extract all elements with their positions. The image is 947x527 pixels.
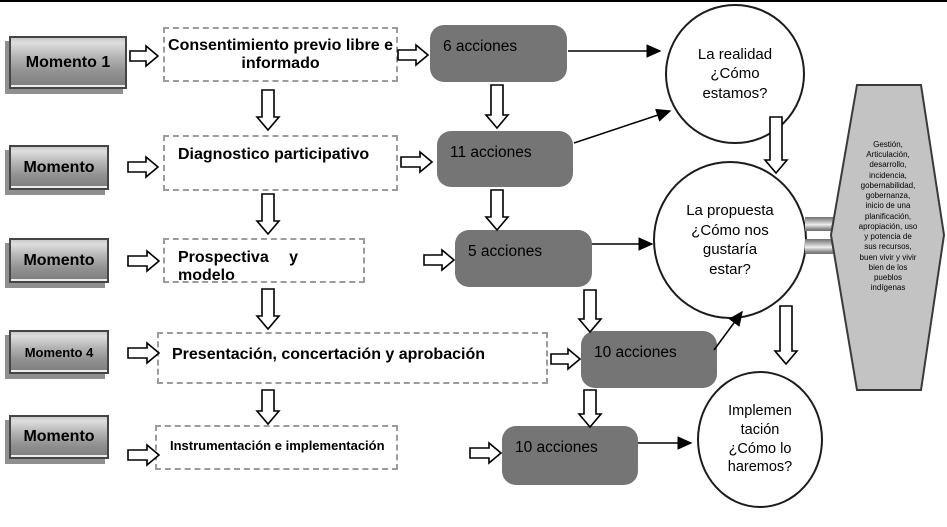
momento-box-2: Momento bbox=[9, 145, 109, 190]
momento-label: Momento 4 bbox=[24, 344, 94, 360]
actions-box-1: 6 acciones bbox=[430, 25, 567, 82]
step-box-diagnostico: Diagnostico participativo bbox=[163, 135, 398, 191]
arrow-momento3-step3 bbox=[127, 249, 161, 273]
step-box-presentacion: Presentación, concertación y aprobación bbox=[157, 332, 548, 384]
step-label: Diagnostico participativo bbox=[178, 146, 370, 163]
arrow-circle2-circle3 bbox=[773, 305, 799, 366]
actions-box-5: 10 acciones bbox=[502, 426, 638, 485]
arrow-step1-actions1 bbox=[397, 43, 430, 67]
actions-box-2: 11 acciones bbox=[437, 131, 573, 187]
arrow-step3-step4 bbox=[255, 288, 281, 331]
arrow-actions2-circle1 bbox=[573, 108, 672, 144]
arrow-momento4-step4 bbox=[127, 341, 161, 365]
arrow-momento2-step2 bbox=[127, 155, 160, 179]
actions-box-3: 5 acciones bbox=[455, 230, 592, 287]
circle-text: Implemen tación ¿Cómo lo haremos? bbox=[727, 402, 793, 476]
step-box-instrumentacion: Instrumentación e implementación bbox=[155, 425, 398, 470]
arrow-step5-actions5 bbox=[469, 441, 503, 465]
arrow-actions1-actions2 bbox=[484, 84, 510, 130]
arrow-actions4-actions5 bbox=[577, 389, 603, 429]
momento-label: Momento 1 bbox=[25, 53, 111, 71]
arrow-step2-actions2 bbox=[400, 150, 434, 174]
actions-box-4: 10 acciones bbox=[581, 331, 717, 388]
step-box-consentimiento: Consentimiento previo libre e informado bbox=[163, 27, 398, 82]
circle-text: La realidad ¿Cómo estamos? bbox=[697, 45, 773, 102]
actions-label: 5 acciones bbox=[468, 243, 543, 260]
actions-label: 10 acciones bbox=[594, 344, 677, 361]
actions-label: 6 acciones bbox=[443, 38, 518, 55]
top-border-line bbox=[0, 0, 947, 2]
momento-box-5: Momento bbox=[9, 415, 109, 459]
arrow-step4-actions4 bbox=[550, 347, 582, 371]
momento-label: Momento bbox=[23, 251, 95, 269]
circle-la-propuesta: La propuesta ¿Cómo nos gustaría estar? bbox=[653, 161, 807, 319]
momento-label: Momento bbox=[23, 428, 95, 445]
outcomes-hexagon bbox=[829, 84, 946, 391]
arrow-step3-actions3 bbox=[423, 248, 456, 272]
hexagon-shape bbox=[829, 84, 946, 391]
arrow-actions2-actions3 bbox=[484, 189, 510, 232]
circle-la-realidad: La realidad ¿Cómo estamos? bbox=[665, 4, 805, 144]
step-label: Instrumentación e implementación bbox=[170, 438, 385, 453]
step-label: Consentimiento previo libre e informado bbox=[168, 36, 393, 72]
circle-implementacion: Implemen tación ¿Cómo lo haremos? bbox=[697, 371, 823, 508]
arrow-step1-step2 bbox=[255, 89, 281, 132]
arrow-step4-step5 bbox=[255, 389, 281, 426]
step-box-prospectiva: Prospectiva y modelo bbox=[163, 238, 365, 284]
momento-box-3: Momento bbox=[9, 238, 109, 283]
arrow-momento1-step1 bbox=[129, 44, 160, 68]
circle-text: La propuesta ¿Cómo nos gustaría estar? bbox=[686, 202, 774, 278]
pipe-connector-bottom bbox=[805, 239, 833, 254]
momento-box-1: Momento 1 bbox=[9, 36, 127, 89]
arrow-step2-step3 bbox=[255, 193, 281, 236]
step-label: Prospectiva y modelo bbox=[178, 249, 299, 284]
momento-box-4: Momento 4 bbox=[9, 330, 109, 374]
pipe-connector-top bbox=[805, 217, 833, 231]
arrow-actions3-actions4 bbox=[577, 289, 603, 334]
step-label: Presentación, concertación y aprobación bbox=[172, 346, 485, 363]
actions-label: 10 acciones bbox=[515, 439, 598, 456]
hexagon-text: Gestión, Articulación, desarrollo, incid… bbox=[858, 140, 918, 293]
actions-label: 11 acciones bbox=[450, 144, 532, 161]
momento-label: Momento bbox=[23, 158, 95, 176]
